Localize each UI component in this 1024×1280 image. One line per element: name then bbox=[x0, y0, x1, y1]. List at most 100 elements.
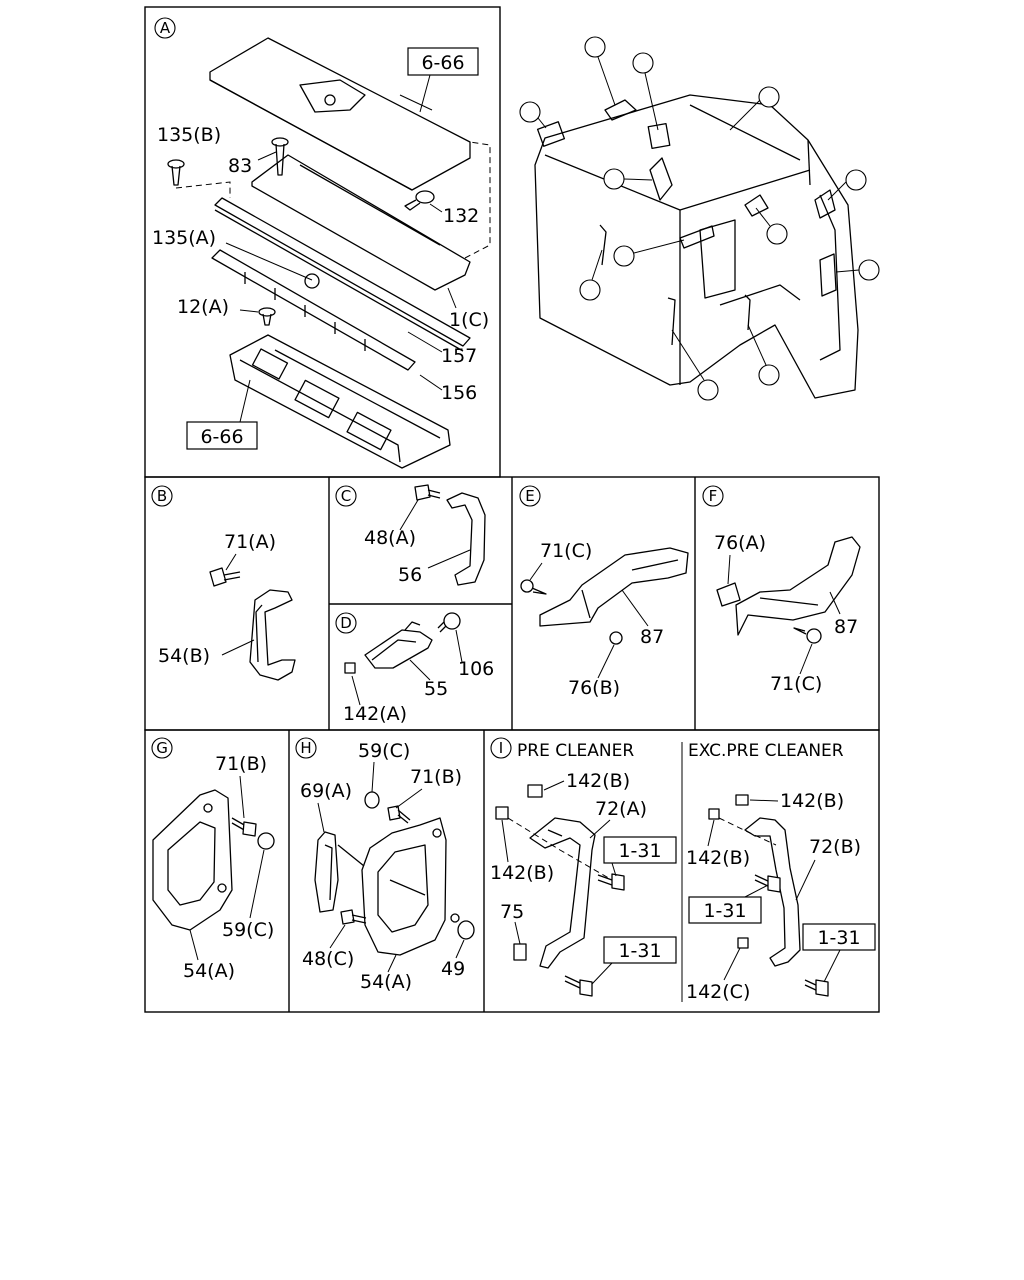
callout-i bbox=[671, 329, 719, 401]
label-156: 156 bbox=[441, 382, 477, 404]
label-1c: 1(C) bbox=[449, 309, 489, 331]
panel-d-letter: D bbox=[340, 614, 352, 632]
ref-box-4 bbox=[802, 923, 876, 951]
bolt-48a bbox=[414, 484, 441, 501]
panel-b-letter: B bbox=[157, 487, 167, 505]
label-72b: 72(B) bbox=[809, 836, 861, 858]
label-72a: 72(A) bbox=[595, 798, 647, 820]
label-71b-g: 71(B) bbox=[215, 753, 267, 775]
callout-a bbox=[729, 86, 780, 131]
label-76a: 76(A) bbox=[714, 532, 766, 554]
bolt-71b-g bbox=[231, 817, 257, 837]
panel-i: I PRE CLEANER EXC.PRE CLEANER 1-31 1-31 … bbox=[490, 737, 876, 1003]
ref-box-3 bbox=[688, 896, 762, 924]
callout-h bbox=[603, 168, 653, 190]
screw-135b bbox=[167, 159, 185, 186]
ref-box-2 bbox=[603, 936, 677, 964]
callout-g bbox=[835, 259, 880, 281]
label-48a: 48(A) bbox=[364, 527, 416, 549]
label-132: 132 bbox=[443, 205, 479, 227]
title-exc-pre-cleaner: EXC.PRE CLEANER bbox=[688, 741, 844, 761]
callout-f bbox=[584, 36, 616, 106]
clip-12a bbox=[258, 307, 276, 326]
label-56: 56 bbox=[398, 564, 422, 586]
label-ref3: 1-31 bbox=[703, 900, 746, 922]
panel-frames bbox=[144, 6, 880, 1013]
panel-c: C 48(A) 56 bbox=[335, 484, 486, 586]
label-87-f: 87 bbox=[834, 616, 858, 638]
bolt-1-31-exc-lower bbox=[804, 979, 829, 997]
nut-59c-g bbox=[257, 832, 275, 850]
label-59c-g: 59(C) bbox=[222, 919, 274, 941]
label-135a: 135(A) bbox=[152, 227, 216, 249]
title-pre-cleaner: PRE CLEANER bbox=[517, 741, 634, 761]
panel-e: E 71(C) 87 76(B) bbox=[519, 485, 689, 699]
bolt-71b-h bbox=[387, 805, 411, 824]
label-142b-2: 142(B) bbox=[490, 862, 554, 884]
panel-d: D 106 55 142(A) bbox=[335, 612, 494, 725]
label-142b-4: 142(B) bbox=[686, 847, 750, 869]
label-ref-top: 6-66 bbox=[421, 52, 464, 74]
label-71c-f: 71(C) bbox=[770, 673, 822, 695]
label-ref2: 1-31 bbox=[618, 940, 661, 962]
panel-i-letter: I bbox=[499, 739, 503, 757]
label-83: 83 bbox=[228, 155, 252, 177]
panel-a: A 6-66 bbox=[152, 17, 491, 469]
label-142b-3: 142(B) bbox=[780, 790, 844, 812]
label-55: 55 bbox=[424, 678, 448, 700]
label-142c: 142(C) bbox=[686, 981, 750, 1003]
panel-g: G 71(B) 59(C) 54(A) bbox=[151, 737, 275, 982]
label-59c-h: 59(C) bbox=[358, 740, 410, 762]
callout-c-left bbox=[579, 249, 603, 301]
ref-box-top bbox=[407, 47, 479, 76]
screw-71c-e bbox=[520, 579, 547, 595]
panel-g-letter: G bbox=[156, 739, 168, 757]
screw-83 bbox=[271, 137, 289, 176]
bolt-1-31-lower bbox=[564, 975, 593, 997]
bolt-1-31-upper bbox=[597, 873, 625, 891]
label-ref-bottom: 6-66 bbox=[200, 426, 243, 448]
screw-71c-f bbox=[793, 627, 822, 644]
label-157: 157 bbox=[441, 345, 477, 367]
label-142b-1: 142(B) bbox=[566, 770, 630, 792]
panel-a-letter: A bbox=[160, 19, 171, 37]
label-71c-e: 71(C) bbox=[540, 540, 592, 562]
label-75: 75 bbox=[500, 901, 524, 923]
label-48c: 48(C) bbox=[302, 948, 354, 970]
label-54a-h: 54(A) bbox=[360, 971, 412, 993]
panel-h: H 59(C) 69(A) 71(B) 48(C) 54(A) 49 bbox=[295, 737, 475, 993]
panel-f: F 76(A) 87 71(C) bbox=[702, 485, 861, 695]
panel-e-letter: E bbox=[525, 487, 534, 505]
panel-f-letter: F bbox=[709, 487, 718, 505]
label-87-e: 87 bbox=[640, 626, 664, 648]
panel-c-letter: C bbox=[341, 487, 351, 505]
callout-c-right bbox=[747, 324, 780, 386]
ref-box-1 bbox=[603, 836, 677, 864]
label-135b: 135(B) bbox=[157, 124, 221, 146]
label-71b-h: 71(B) bbox=[410, 766, 462, 788]
label-69a: 69(A) bbox=[300, 780, 352, 802]
bolt-48c bbox=[340, 909, 367, 925]
label-71a: 71(A) bbox=[224, 531, 276, 553]
label-106: 106 bbox=[458, 658, 494, 680]
callout-e bbox=[755, 207, 788, 245]
label-142a: 142(A) bbox=[343, 703, 407, 725]
callout-b-right bbox=[827, 169, 867, 201]
label-54a-g: 54(A) bbox=[183, 960, 235, 982]
label-ref4: 1-31 bbox=[817, 927, 860, 949]
label-76b: 76(B) bbox=[568, 677, 620, 699]
callout-b-top bbox=[632, 52, 659, 131]
bolt-106 bbox=[437, 612, 461, 633]
label-49: 49 bbox=[441, 958, 465, 980]
callout-d-mid bbox=[613, 239, 685, 267]
panel-h-letter: H bbox=[300, 739, 311, 757]
label-12a: 12(A) bbox=[177, 296, 229, 318]
fastener-132 bbox=[404, 190, 435, 211]
label-54b: 54(B) bbox=[158, 645, 210, 667]
ref-box-bottom bbox=[186, 421, 258, 450]
callout-d-left bbox=[519, 101, 547, 129]
cab-overview bbox=[519, 36, 880, 401]
bolt-71a bbox=[209, 567, 241, 587]
label-ref1: 1-31 bbox=[618, 840, 661, 862]
